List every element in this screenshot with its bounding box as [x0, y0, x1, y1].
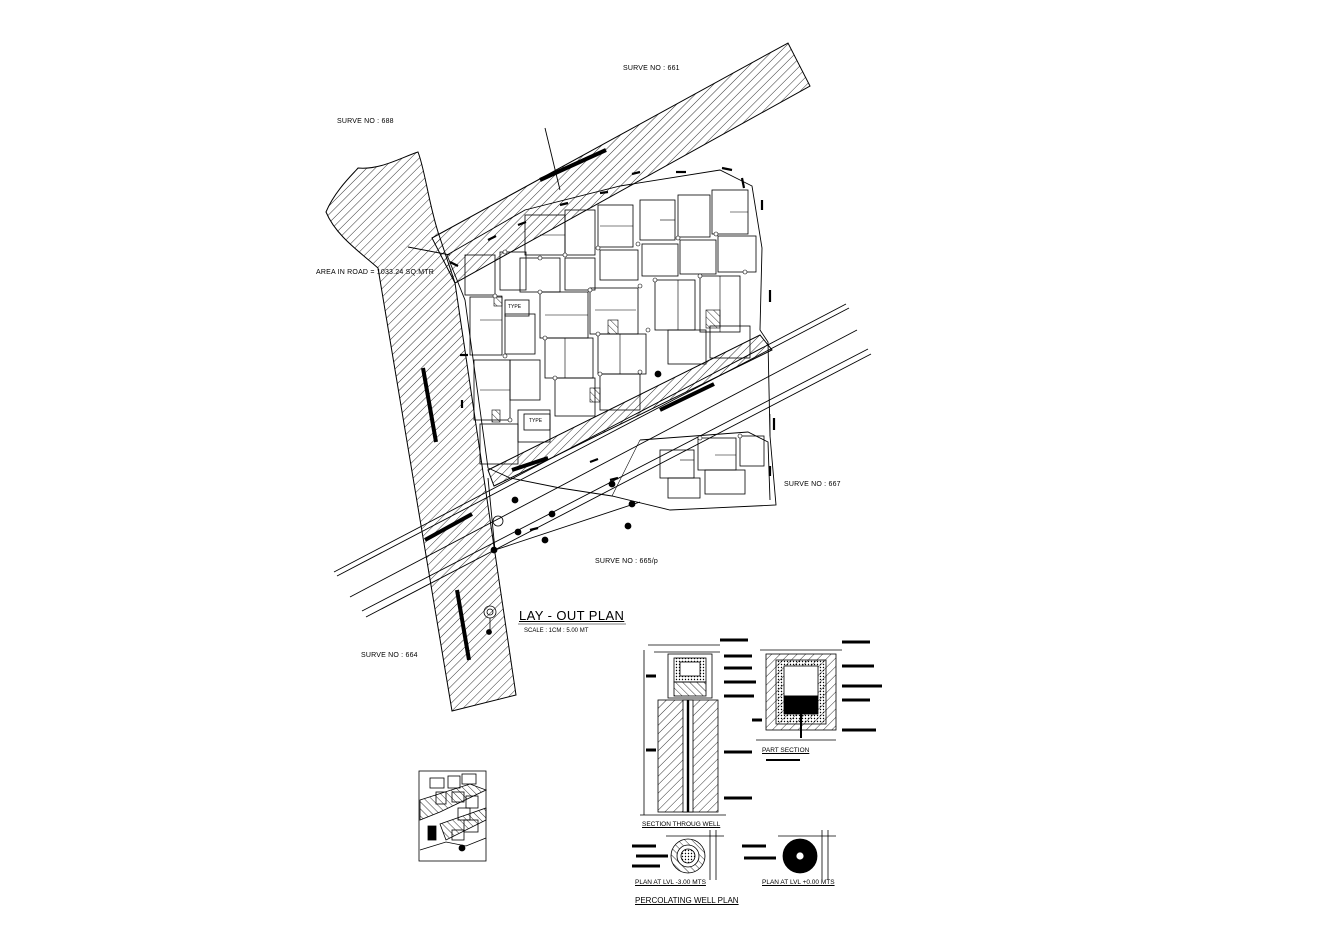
- type-label-lower: TYPE: [529, 418, 543, 424]
- stair-cores: [491, 295, 721, 423]
- survey-label-north: SURVE NO : 661: [623, 65, 680, 72]
- survey-label-southwest: SURVE NO : 664: [361, 652, 418, 659]
- percolating-well-title: PERCOLATING WELL PLAN: [635, 896, 739, 905]
- well-section: [640, 638, 756, 816]
- part-section: [752, 640, 882, 761]
- building-blocks: [464, 189, 765, 499]
- well-plan-upper-caption: PLAN AT LVL +0.00 MTS: [762, 879, 835, 886]
- dimension-ticks: [449, 166, 776, 532]
- well-plan-lower: [632, 830, 724, 880]
- survey-label-northwest: SURVE NO : 688: [337, 118, 394, 125]
- layout-plan-title: LAY - OUT PLAN: [519, 608, 625, 623]
- well-section-caption: SECTION THROUG WELL: [642, 821, 721, 828]
- well-plan-upper: [742, 830, 836, 880]
- highway-lines: [333, 127, 872, 618]
- survey-label-east: SURVE NO : 667: [784, 481, 841, 488]
- key-map: [418, 770, 488, 862]
- node-circles: [492, 231, 748, 441]
- part-section-caption: PART SECTION: [762, 747, 810, 754]
- survey-label-south: SURVE NO : 665/p: [595, 558, 658, 565]
- road-diagonal: [487, 334, 773, 487]
- well-plan-lower-caption: PLAN AT LVL -3.00 MTS: [635, 879, 706, 886]
- road-area-label: AREA IN ROAD = 1033.24 SQ.MTR: [316, 269, 435, 276]
- road-west: [325, 151, 517, 712]
- layout-plan-scale: SCALE : 1CM : 5.00 MT: [524, 628, 589, 634]
- tree-symbols: [483, 370, 662, 635]
- type-label-upper: TYPE: [508, 304, 522, 310]
